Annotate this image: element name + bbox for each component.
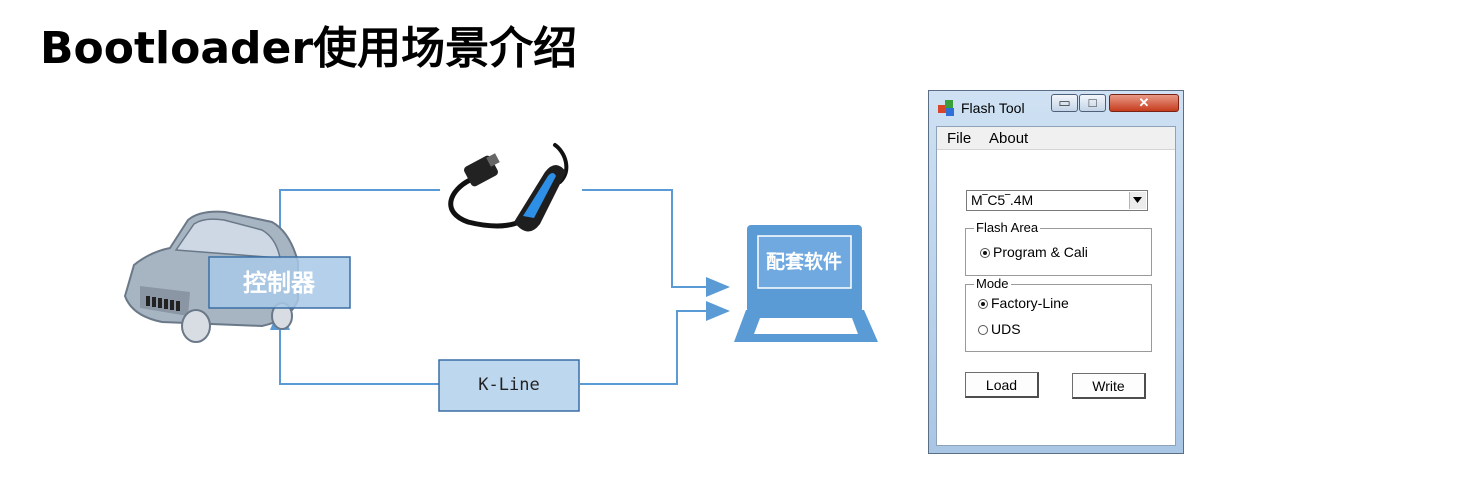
close-button[interactable]: ✕ xyxy=(1109,94,1179,112)
write-button[interactable]: Write xyxy=(1072,373,1146,399)
device-select-value: M‾C5‾.4M xyxy=(971,192,1034,208)
line-laptop-to-kline xyxy=(580,301,730,385)
line-cable-to-laptop xyxy=(582,189,730,297)
radio-factory-line[interactable]: Factory-Line xyxy=(978,295,1069,311)
radio-program-cali-label: Program & Cali xyxy=(993,244,1088,260)
menu-about[interactable]: About xyxy=(989,130,1029,147)
radio-factory-line-label: Factory-Line xyxy=(991,295,1069,311)
close-icon: ✕ xyxy=(1138,95,1150,110)
usage-diagram: 控制器 K-Line 配套软件 xyxy=(123,143,878,412)
menu-file[interactable]: File xyxy=(947,130,972,147)
controller-label: 控制器 xyxy=(243,269,316,297)
mode-group: Mode Factory-Line UDS xyxy=(965,276,1152,352)
slide-title: Bootloader使用场景介绍 xyxy=(40,23,578,74)
radio-selected-icon xyxy=(978,299,988,309)
menu-bar: File About xyxy=(937,127,1175,150)
dropdown-button[interactable] xyxy=(1129,192,1146,209)
laptop-icon: 配套软件 xyxy=(734,225,878,342)
controller-box: 控制器 xyxy=(208,256,351,309)
radio-uds[interactable]: UDS xyxy=(978,321,1021,337)
chevron-down-icon xyxy=(1133,197,1142,203)
flash-area-label: Flash Area xyxy=(974,220,1041,235)
line-kline-to-controller xyxy=(270,306,440,385)
flash-area-group: Flash Area Program & Cali xyxy=(965,220,1152,276)
diagnostic-cable-icon xyxy=(448,143,569,232)
laptop-label: 配套软件 xyxy=(766,250,842,273)
kline-label: K-Line xyxy=(478,375,539,395)
maximize-icon: □ xyxy=(1088,95,1097,110)
kline-box: K-Line xyxy=(438,359,580,412)
window-title: Flash Tool xyxy=(961,100,1025,116)
minimize-button[interactable]: ▭ xyxy=(1051,94,1078,112)
load-button[interactable]: Load xyxy=(965,372,1039,398)
flash-tool-window: Flash Tool ▭ □ ✕ File About M‾C5‾.4M Fla… xyxy=(928,90,1184,454)
mode-label: Mode xyxy=(974,276,1011,291)
radio-selected-icon xyxy=(980,248,990,258)
device-select[interactable]: M‾C5‾.4M xyxy=(966,190,1148,211)
app-icon xyxy=(938,100,954,116)
minimize-icon: ▭ xyxy=(1058,95,1071,110)
maximize-button[interactable]: □ xyxy=(1079,94,1106,112)
radio-unselected-icon xyxy=(978,325,988,335)
radio-uds-label: UDS xyxy=(991,321,1021,337)
window-client-area: File About M‾C5‾.4M Flash Area Program &… xyxy=(936,126,1176,446)
radio-program-cali[interactable]: Program & Cali xyxy=(980,244,1088,260)
